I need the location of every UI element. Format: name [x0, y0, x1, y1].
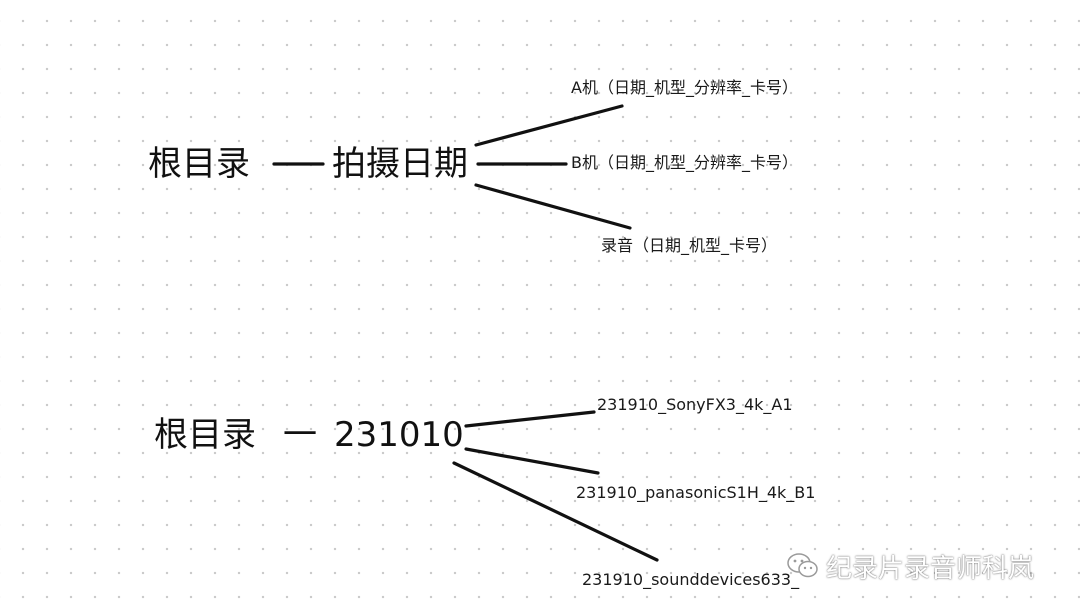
branch-label-panasonic: 231910_panasonicS1H_4k_B1	[576, 483, 816, 502]
watermark-text: 纪录片录音师科岚	[826, 553, 1035, 584]
date-folder-label: 231010	[334, 415, 464, 455]
branch-label-a: A机（日期_机型_分辨率_卡号）	[571, 78, 798, 97]
branch-label-b: B机（日期_机型_分辨率_卡号）	[571, 153, 798, 172]
branch-connector-sony	[464, 410, 596, 428]
root-label-2: 根目录	[154, 415, 256, 455]
wechat-icon	[787, 553, 818, 578]
branch-connector-panasonic	[464, 447, 600, 475]
shooting-date-label: 拍摄日期	[332, 144, 468, 184]
root-label-1: 根目录	[148, 144, 250, 184]
branch-connector-sound	[452, 461, 659, 562]
branch-label-sony: 231910_SonyFX3_4k_A1	[597, 395, 793, 414]
branch-label-audio: 录音（日期_机型_卡号）	[601, 236, 778, 255]
branch-label-sound: 231910_sounddevices633_	[582, 570, 800, 589]
branch-connector-audio	[474, 183, 632, 230]
branch-connector-a	[474, 104, 624, 147]
watermark: 纪录片录音师科岚	[786, 550, 1035, 584]
separator-dash: 一	[283, 415, 317, 455]
